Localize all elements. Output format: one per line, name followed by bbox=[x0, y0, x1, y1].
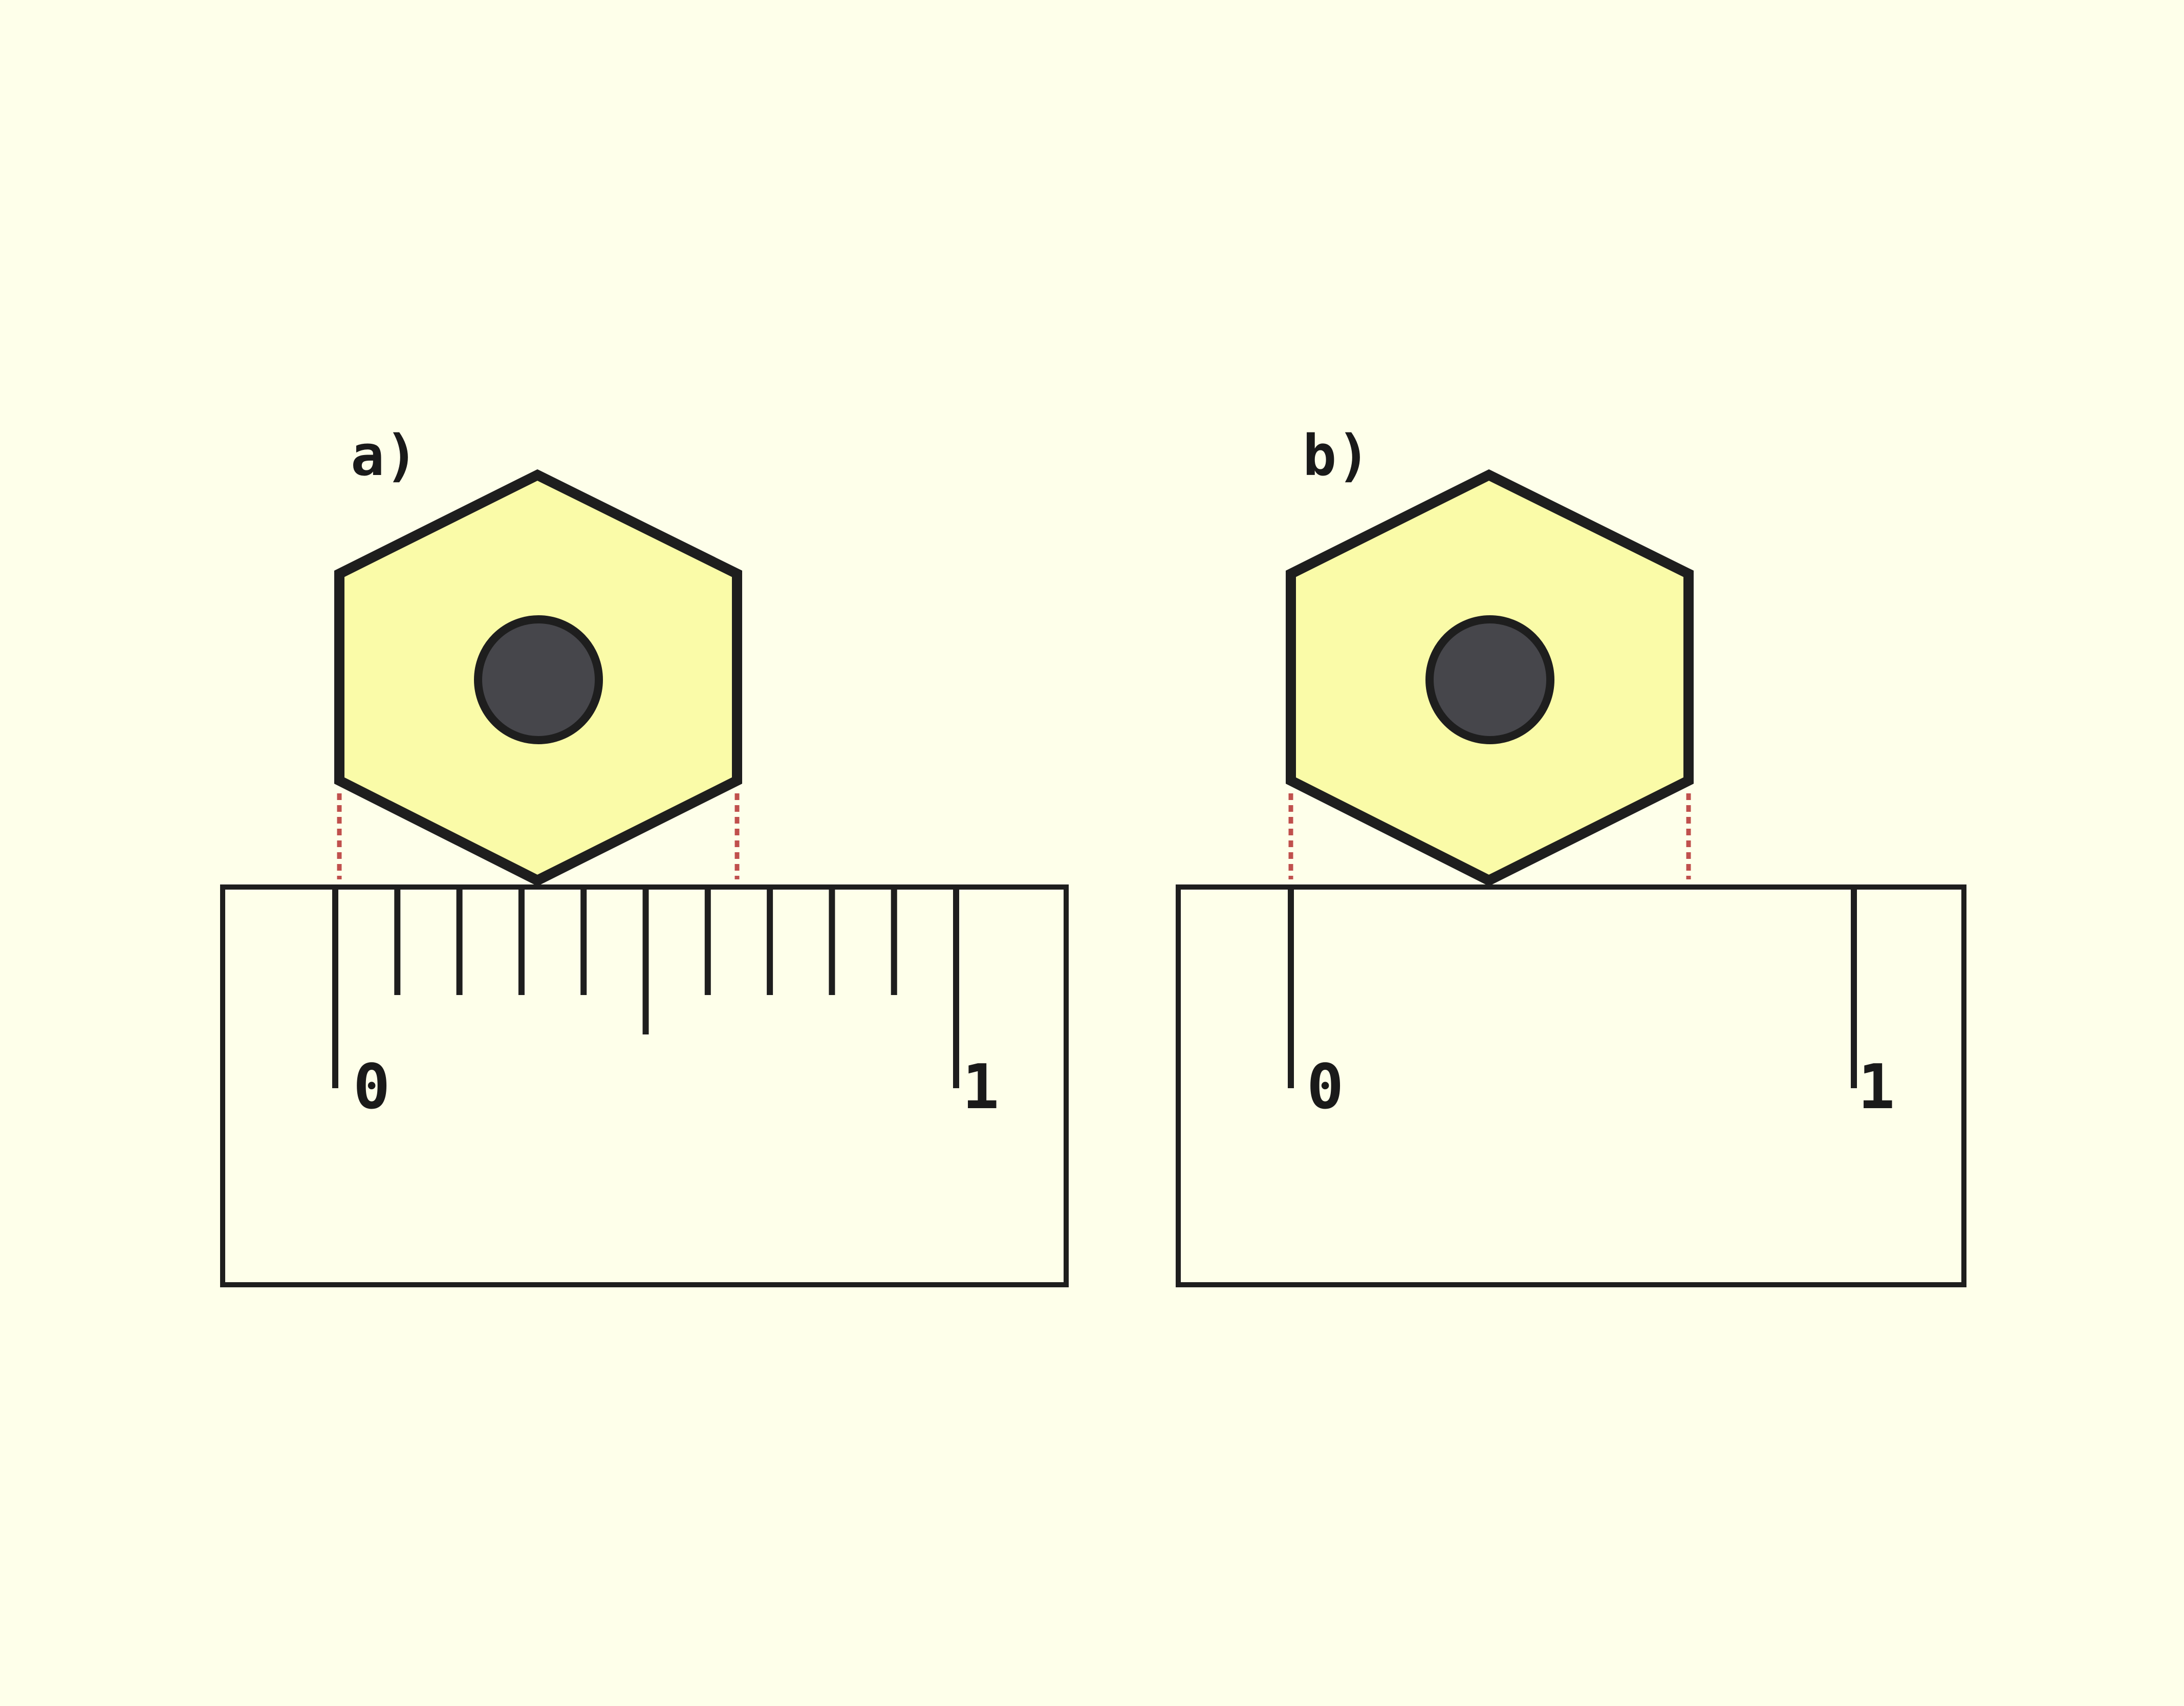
ruler-b-label-1: 1 bbox=[1858, 1052, 1895, 1123]
ruler-b-ticks bbox=[1288, 889, 1857, 1088]
nut-hole-b bbox=[1425, 615, 1554, 744]
panel-b: b) 0 1 bbox=[1176, 423, 1966, 1287]
panel-a: a) 0 1 bbox=[220, 423, 1069, 1287]
ruler-a-label-1: 1 bbox=[962, 1052, 999, 1123]
ruler-a-label-0: 0 bbox=[353, 1052, 390, 1123]
ruler-b-body bbox=[1176, 884, 1966, 1287]
ruler-a-body bbox=[220, 884, 1069, 1287]
panel-a-label: a) bbox=[351, 423, 418, 488]
nut-hole-a bbox=[474, 615, 603, 744]
panel-b-label: b) bbox=[1303, 423, 1370, 488]
ruler-a-ticks bbox=[332, 889, 959, 1088]
ruler-b-label-0: 0 bbox=[1307, 1052, 1344, 1123]
